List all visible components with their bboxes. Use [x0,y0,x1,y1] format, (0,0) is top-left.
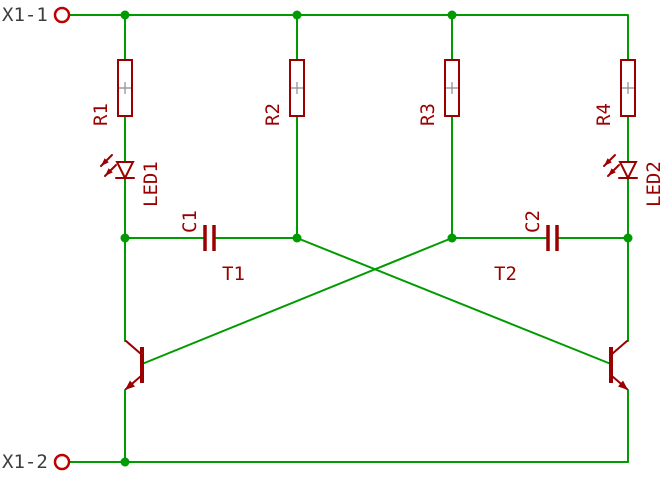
junction-dot [292,233,302,243]
capacitor-C1 [203,225,216,251]
resistor-body [444,59,460,117]
wire-node-c [141,115,547,365]
label-led1: LED1 [140,161,162,207]
diode-triangle [115,161,135,181]
connector-X1-1 [53,6,71,24]
label-capacitor-c2: C2 [522,210,544,233]
resistor-R1 [117,59,133,117]
junction-dot [292,10,302,20]
emission-arrowhead [608,168,616,176]
junction-dot [120,457,130,467]
light-emission-arrows-icon [100,154,117,177]
connector-X1-2 [53,453,71,471]
junction-dot [447,10,457,20]
capacitor-C2 [546,225,559,251]
wire-node-a [124,177,204,342]
label-resistor-r3: R3 [417,103,439,126]
origin-cross [622,82,634,94]
junction-dot [120,233,130,243]
collector-lead [611,340,628,355]
wire-node-d [558,177,629,342]
wire-node-b [215,115,612,365]
label-led2: LED2 [643,161,665,207]
transistor-T1 [125,340,144,390]
label-capacitor-c1: C1 [179,210,201,233]
collector-lead [125,340,142,355]
wires [68,14,629,463]
wire-gnd-rail [68,389,629,463]
wire-vcc-rail [68,14,629,61]
emission-arrowhead [105,168,113,176]
resistor-body [620,59,636,117]
resistor-body [289,59,305,117]
emission-arrowhead [604,158,612,166]
label-transistor-t1: T1 [222,263,245,285]
label-connector-x1-1: X1-1 [2,4,48,26]
resistor-R4 [620,59,636,117]
led-LED1 [100,154,135,181]
junction-dots [120,10,633,467]
diode-triangle [618,161,638,181]
junction-dot [623,233,633,243]
transistor-T2 [609,340,628,390]
labels: X1-1 X1-2 R1 R2 R3 R4 LED1 LED2 C1 C2 T1… [2,4,665,473]
resistor-R2 [289,59,305,117]
emitter-arrowhead [125,380,135,390]
emission-arrowhead [101,158,109,166]
resistor-body [117,59,133,117]
origin-cross [291,82,303,94]
label-resistor-r2: R2 [262,103,284,126]
label-resistor-r4: R4 [593,103,615,126]
label-connector-x1-2: X1-2 [2,451,48,473]
origin-cross [119,82,131,94]
origin-cross [446,82,458,94]
light-emission-arrows-icon [603,154,620,177]
label-transistor-t2: T2 [494,263,517,285]
label-resistor-r1: R1 [90,103,112,126]
led-LED2 [603,154,638,181]
junction-dot [120,10,130,20]
resistor-R3 [444,59,460,117]
pin-pad-circle [53,6,71,24]
pin-pad-circle [53,453,71,471]
emitter-arrowhead [618,380,628,390]
junction-dot [447,233,457,243]
